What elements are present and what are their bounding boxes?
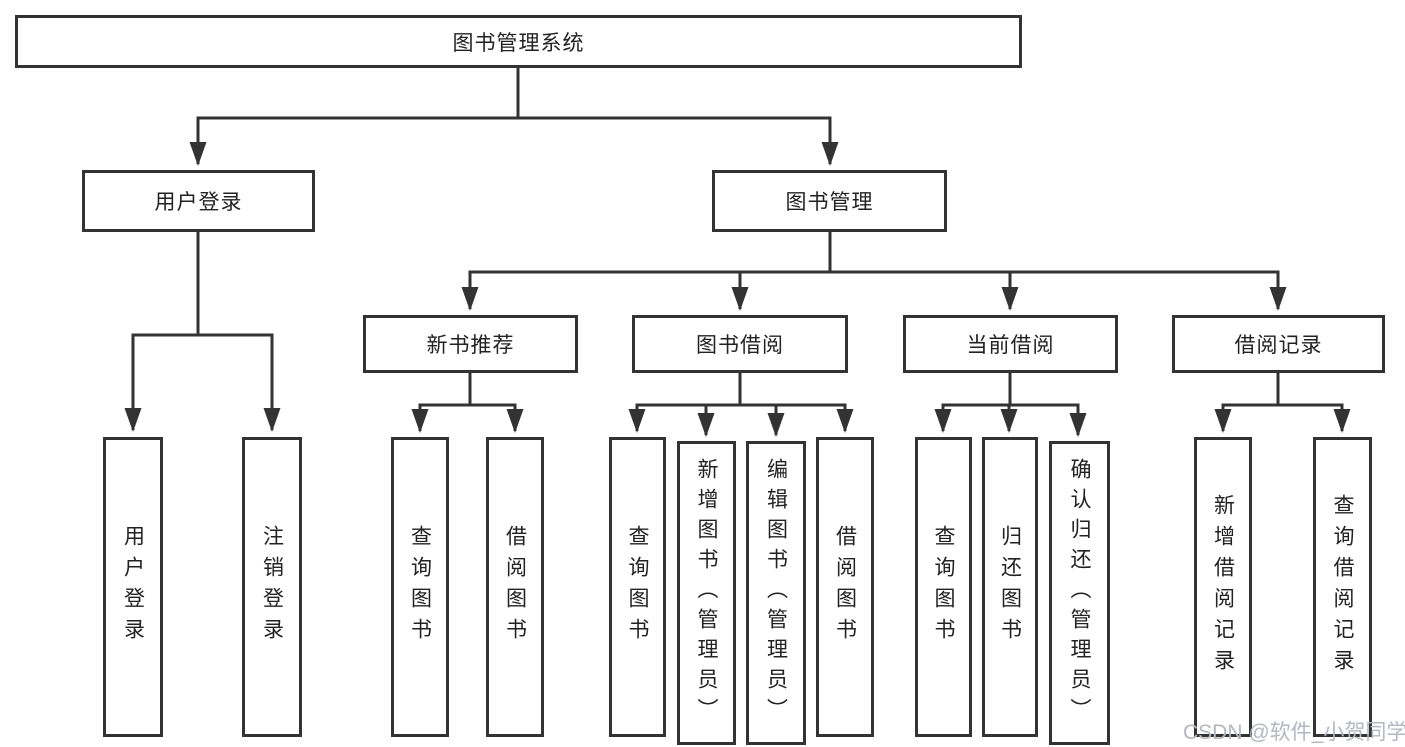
connector-user-login-to-leaves bbox=[124, 232, 281, 432]
leaf-return-book: 归还图书 bbox=[982, 437, 1038, 737]
connector-borrow-records-to-leaves bbox=[1214, 373, 1351, 433]
node-new-book-recommend: 新书推荐 bbox=[363, 315, 578, 373]
leaf-confirm-return-admin: 确认归还（管理员） bbox=[1049, 441, 1110, 745]
connector-book-management-to-level3 bbox=[461, 232, 1287, 311]
connector-current-borrow-to-leaves bbox=[934, 373, 1087, 437]
leaf-add-book-admin: 新增图书（管理员） bbox=[677, 441, 736, 745]
node-root-system: 图书管理系统 bbox=[15, 15, 1022, 68]
connector-book-borrow-to-leaves bbox=[628, 373, 854, 437]
leaf-query-books-current: 查询图书 bbox=[915, 437, 972, 737]
csdn-watermark: CSDN @软件_小贺同学 bbox=[1183, 721, 1405, 744]
connector-root-to-level2 bbox=[189, 68, 839, 166]
node-book-borrow: 图书借阅 bbox=[632, 315, 848, 373]
leaf-user-login: 用户登录 bbox=[103, 437, 163, 737]
leaf-edit-book-admin: 编辑图书（管理员） bbox=[746, 441, 806, 745]
leaf-borrow-books-recommend: 借阅图书 bbox=[486, 437, 544, 737]
node-current-borrow: 当前借阅 bbox=[903, 315, 1118, 373]
leaf-query-borrow-record: 查询借阅记录 bbox=[1313, 437, 1372, 737]
connector-new-book-recommend-to-leaves bbox=[411, 373, 524, 433]
leaf-borrow-books-borrow: 借阅图书 bbox=[816, 437, 874, 737]
leaf-query-books-recommend: 查询图书 bbox=[391, 437, 449, 737]
leaf-query-books-borrow: 查询图书 bbox=[609, 437, 666, 737]
node-book-management: 图书管理 bbox=[712, 170, 947, 232]
leaf-add-borrow-record: 新增借阅记录 bbox=[1194, 437, 1252, 737]
leaf-logout-login: 注销登录 bbox=[242, 437, 302, 737]
node-borrow-records: 借阅记录 bbox=[1172, 315, 1385, 373]
node-user-login: 用户登录 bbox=[82, 170, 315, 232]
